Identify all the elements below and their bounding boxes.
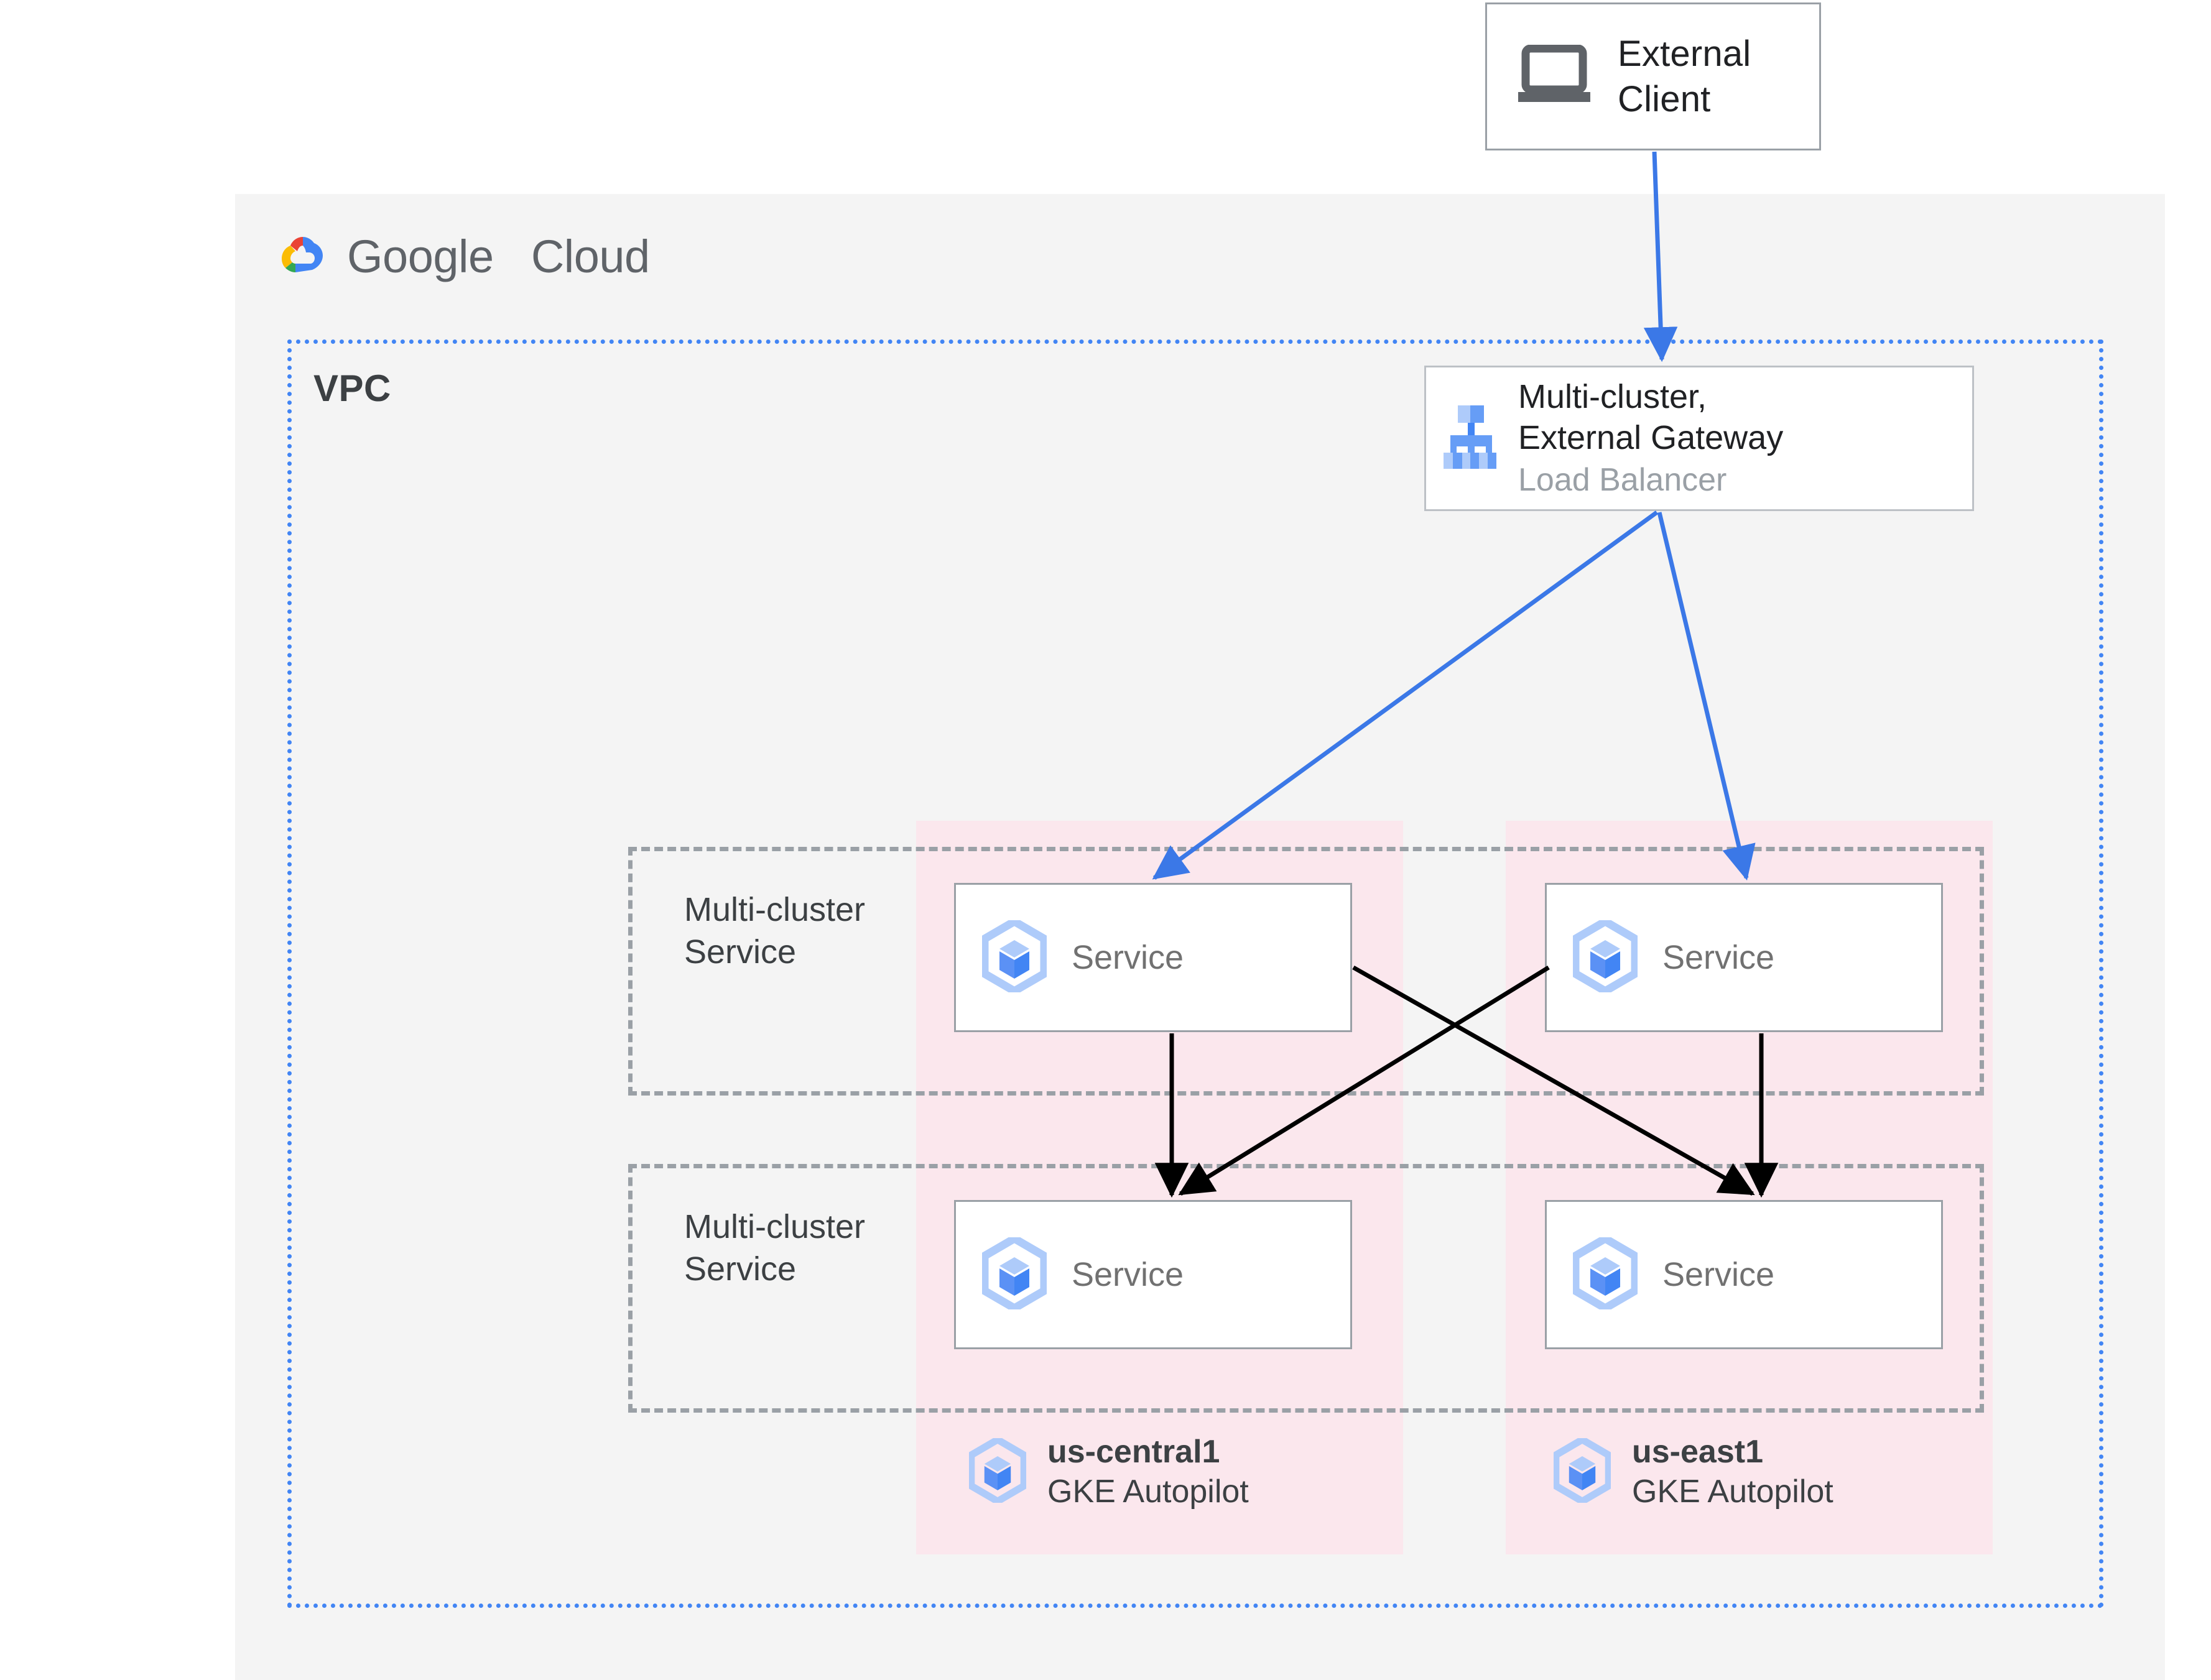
google-cloud-panel: Google Cloud VPC (235, 194, 2165, 1680)
multi-cluster-service-label-top: Multi-cluster Service (684, 889, 865, 973)
load-balancer-icon (1437, 403, 1502, 474)
gateway-title-line1: Multi-cluster, (1518, 377, 1707, 415)
service-node-top-left: Service (954, 883, 1352, 1032)
kubernetes-service-icon (1571, 916, 1639, 996)
multi-cluster-service-label-bottom: Multi-cluster Service (684, 1206, 865, 1290)
brand-cloud: Cloud (531, 231, 650, 282)
service-label: Service (1662, 1256, 1775, 1293)
service-node-bottom-left: Service (954, 1200, 1352, 1349)
cluster-label-us-east1: us-east1 GKE Autopilot (1552, 1433, 1833, 1512)
mcs-bottom-line1: Multi-cluster (684, 1208, 866, 1245)
brand-google: Google (347, 231, 494, 282)
multi-cluster-gateway-node: Multi-cluster, External Gateway Load Bal… (1424, 366, 1974, 511)
kubernetes-service-icon (980, 916, 1049, 996)
mcs-bottom-line2: Service (684, 1250, 797, 1288)
cluster-type: GKE Autopilot (1047, 1474, 1249, 1510)
kubernetes-service-icon (967, 1436, 1028, 1506)
cluster-name: us-east1 (1632, 1434, 1763, 1470)
laptop-icon (1517, 44, 1592, 109)
service-label: Service (1072, 1256, 1184, 1293)
gateway-subtitle: Load Balancer (1518, 461, 1727, 498)
cluster-name: us-central1 (1047, 1434, 1220, 1470)
external-client-label-line1: External (1618, 33, 1751, 74)
service-node-top-right: Service (1545, 883, 1943, 1032)
cluster-type: GKE Autopilot (1632, 1474, 1833, 1510)
external-client-label: External Client (1618, 31, 1751, 122)
mcs-top-line1: Multi-cluster (684, 891, 866, 928)
gateway-text-block: Multi-cluster, External Gateway Load Bal… (1518, 377, 1783, 500)
service-label: Service (1662, 939, 1775, 976)
kubernetes-service-icon (980, 1233, 1049, 1313)
vpc-label: VPC (313, 367, 391, 409)
service-node-bottom-right: Service (1545, 1200, 1943, 1349)
google-cloud-wordmark: Google Cloud (347, 230, 650, 283)
kubernetes-service-icon (1571, 1233, 1639, 1313)
external-client-label-line2: Client (1618, 79, 1711, 119)
google-cloud-logo (279, 234, 327, 279)
vpc-boundary (287, 339, 2103, 1608)
external-client-node: External Client (1485, 2, 1821, 150)
mcs-top-line2: Service (684, 933, 797, 971)
cluster-label-us-central1: us-central1 GKE Autopilot (967, 1433, 1249, 1512)
google-cloud-branding: Google Cloud (279, 230, 650, 283)
service-label: Service (1072, 939, 1184, 976)
kubernetes-service-icon (1552, 1436, 1613, 1506)
gateway-title-line2: External Gateway (1518, 418, 1784, 456)
